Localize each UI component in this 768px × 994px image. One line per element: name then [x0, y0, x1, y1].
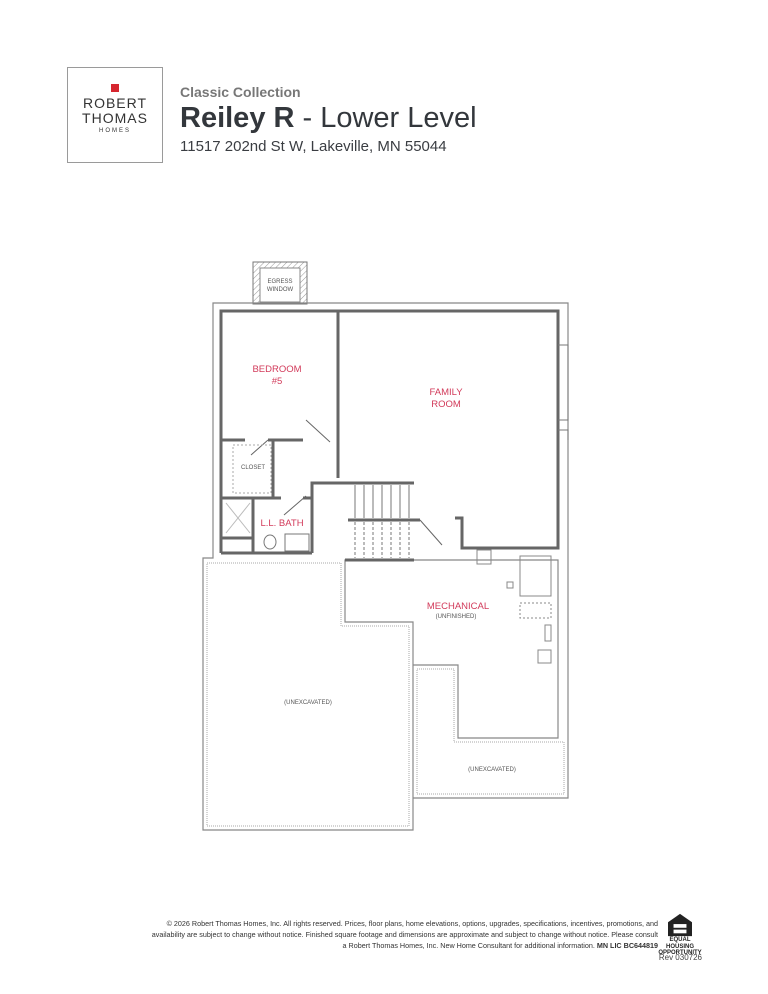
level-name: - Lower Level: [294, 102, 477, 134]
logo-text-homes: HOMES: [98, 128, 131, 134]
furnace-icon: [519, 555, 552, 597]
bedroom-wall: [221, 311, 340, 498]
family-room-label-1: FAMILY: [429, 387, 463, 398]
address: 11517 202nd St W, Lakeville, MN 55044: [180, 138, 447, 155]
vanity-icon: [284, 533, 310, 552]
family-room-label-2: ROOM: [431, 399, 461, 410]
revision: Rev 030726: [658, 953, 702, 962]
disclaimer-text: © 2026 Robert Thomas Homes, Inc. All rig…: [151, 919, 658, 950]
equipment-box: [476, 549, 492, 565]
stair-wall: [310, 440, 420, 562]
disclaimer: © 2026 Robert Thomas Homes, Inc. All rig…: [150, 918, 658, 951]
company-logo: ROBERT THOMAS HOMES: [67, 67, 163, 163]
foundation-wall: [202, 302, 569, 831]
toilet-icon: [263, 534, 277, 550]
bedroom-number: #5: [272, 376, 283, 387]
collection-name: Classic Collection: [180, 84, 301, 100]
mechanical-label: MECHANICAL: [427, 601, 489, 612]
stair-treads: [354, 485, 410, 558]
exterior-wall-finished: [219, 309, 560, 553]
egress-label-1: EGRESS: [267, 279, 292, 285]
unexcavated-right-label: (UNEXCAVATED): [468, 767, 516, 773]
logo-text-robert: ROBERT: [82, 95, 148, 111]
model-name: Reiley R: [180, 102, 295, 134]
logo-mark-icon: [111, 84, 119, 92]
license-number: MN LIC BC644819: [596, 941, 658, 950]
bedroom-label: BEDROOM: [252, 364, 301, 375]
equal-housing-icon: [668, 913, 692, 937]
unexcavated-left-label: (UNEXCAVATED): [284, 700, 332, 706]
mechanical-note: (UNFINISHED): [436, 614, 477, 620]
page-title: Reiley R - Lower Level: [180, 102, 477, 135]
bath-wall: [221, 496, 312, 555]
egress-label-2: WINDOW: [267, 287, 294, 293]
closet-label: CLOSET: [241, 465, 265, 471]
bath-label: L.L. BATH: [260, 518, 303, 529]
logo-text-thomas: THOMAS: [82, 110, 148, 126]
water-heater-dashed: [519, 602, 552, 619]
equal-housing-text: EQUAL HOUSING OPPORTUNITY: [658, 937, 702, 956]
